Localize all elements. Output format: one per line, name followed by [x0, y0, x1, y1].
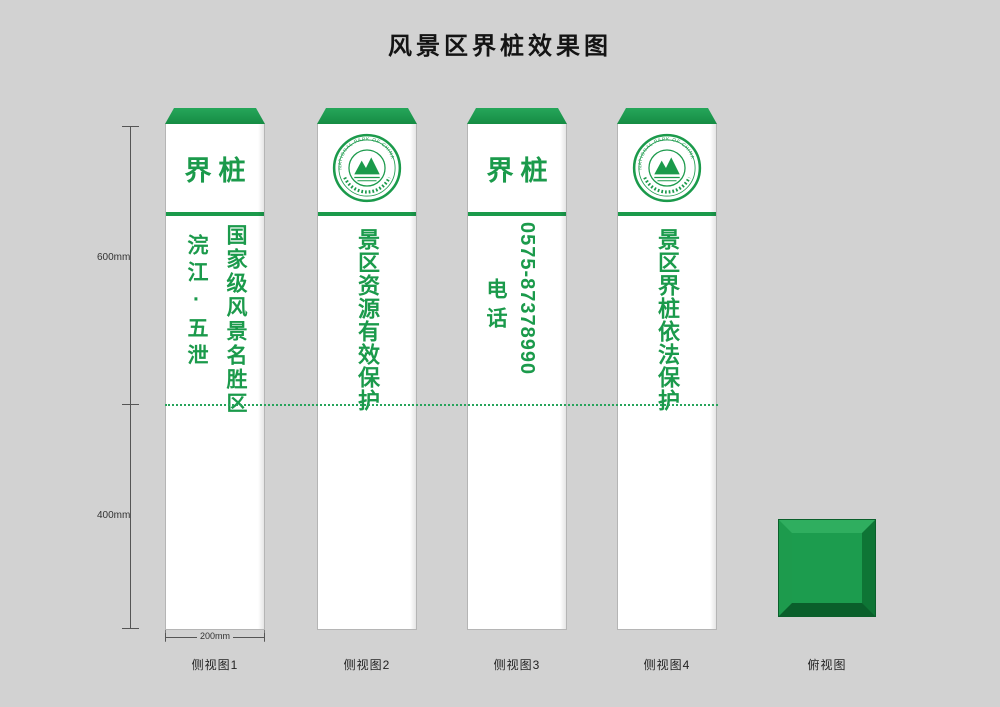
post-header	[618, 124, 716, 212]
top-view-square	[778, 519, 876, 617]
national-park-emblem-icon	[632, 133, 702, 203]
green-separator-rule	[468, 212, 566, 216]
ground-level-dashed-line	[165, 404, 718, 406]
top-view-bevel	[779, 520, 875, 616]
post-body: 景区资源有效保护	[317, 124, 417, 630]
vertical-text-center: 景区界桩依法保护	[655, 228, 680, 412]
post-width-label: 200mm	[165, 631, 265, 641]
green-separator-rule	[618, 212, 716, 216]
view-label-top: 俯视图	[807, 658, 847, 672]
view-label-4: 侧视图4	[643, 658, 691, 672]
post-body: 界桩 0575-87378990 电话	[467, 124, 567, 630]
post-cap	[317, 108, 417, 124]
lower-height-label: 400mm	[97, 510, 131, 521]
post-header: 界桩	[166, 124, 264, 212]
post-text-area: 0575-87378990 电话	[468, 216, 566, 629]
post-header: 界桩	[468, 124, 566, 212]
post-side-view-1: 界桩 国家级风景名胜区 浣江·五泄	[165, 108, 265, 630]
post-header	[318, 124, 416, 212]
post-header-text: 界桩	[486, 155, 555, 186]
vertical-text-center: 景区资源有效保护	[355, 228, 380, 412]
post-text-area: 国家级风景名胜区 浣江·五泄	[166, 216, 264, 629]
post-cap	[617, 108, 717, 124]
post-side-view-4: 景区界桩依法保护	[617, 108, 717, 630]
green-separator-rule	[166, 212, 264, 216]
vertical-dimension-line	[130, 126, 131, 628]
post-cap	[165, 108, 265, 124]
post-text-area: 景区界桩依法保护	[618, 216, 716, 629]
green-separator-rule	[318, 212, 416, 216]
upper-height-label: 600mm	[97, 252, 131, 263]
dimension-tick-middle	[122, 404, 139, 405]
vertical-text-left: 浣江·五泄	[185, 234, 208, 371]
view-label-3: 侧视图3	[493, 658, 541, 672]
vertical-text-right: 国家级风景名胜区	[224, 224, 247, 416]
post-body: 景区界桩依法保护	[617, 124, 717, 630]
dimension-tick-top	[122, 126, 139, 127]
view-label-1: 侧视图1	[191, 658, 239, 672]
width-dimension-tick-right	[264, 633, 265, 641]
post-cap	[467, 108, 567, 124]
phone-number-vertical-text: 0575-87378990	[516, 222, 538, 376]
phone-label-vertical-text: 电话	[484, 278, 507, 336]
national-park-emblem-icon	[332, 133, 402, 203]
post-text-area: 景区资源有效保护	[318, 216, 416, 629]
dimension-tick-bottom	[122, 628, 139, 629]
width-dimension-tick-left	[165, 633, 166, 641]
post-side-view-3: 界桩 0575-87378990 电话	[467, 108, 567, 630]
post-side-view-2: 景区资源有效保护	[317, 108, 417, 630]
post-body: 界桩 国家级风景名胜区 浣江·五泄	[165, 124, 265, 630]
post-width-value: 200mm	[196, 631, 233, 641]
page-title: 风景区界桩效果图	[388, 34, 612, 60]
post-header-text: 界桩	[184, 155, 253, 186]
view-label-2: 侧视图2	[343, 658, 391, 672]
